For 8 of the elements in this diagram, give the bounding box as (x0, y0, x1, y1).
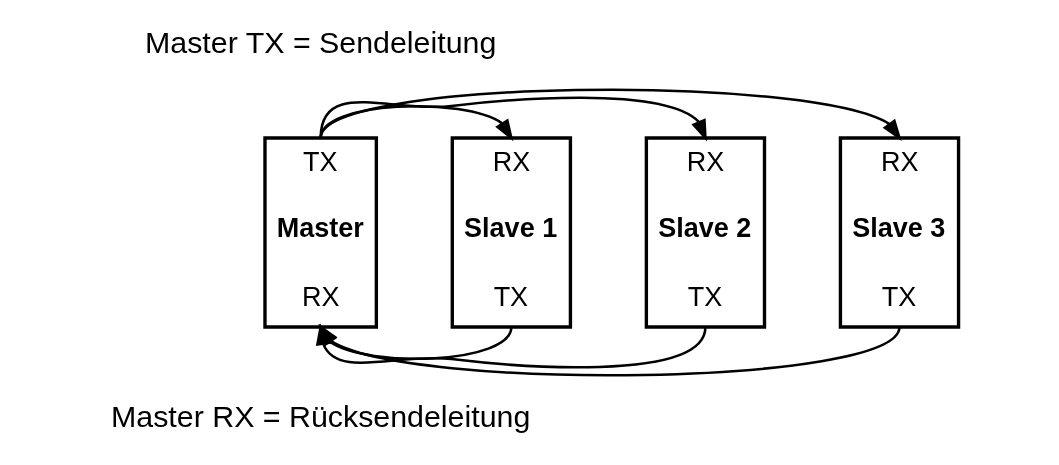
node-box: TX Master RX (263, 136, 379, 329)
arrow (319, 96, 707, 142)
node-box: RX Slave 3 TX (838, 136, 961, 329)
node-box: RX Slave 1 TX (450, 136, 573, 329)
label: Master TX = Sendeleitung (145, 25, 497, 59)
label: Master RX = Rücksendeleitung (110, 400, 531, 434)
node-box: RX Slave 2 TX (644, 136, 767, 329)
arrow (319, 88, 902, 142)
